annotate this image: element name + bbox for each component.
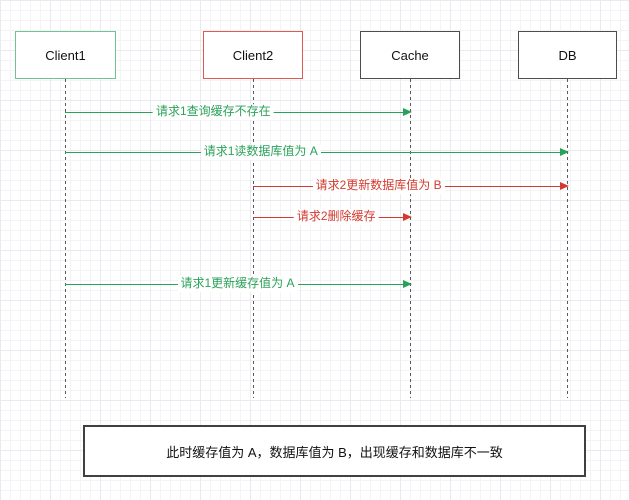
summary-note-text: 此时缓存值为 A，数据库值为 B，出现缓存和数据库不一致: [166, 444, 503, 460]
message-label-4: 请求2删除缓存: [293, 209, 379, 226]
actor-box-cache: Cache: [360, 31, 460, 79]
actor-box-client2: Client2: [203, 31, 303, 79]
summary-note-box: 此时缓存值为 A，数据库值为 B，出现缓存和数据库不一致: [83, 425, 586, 477]
arrowhead-icon: [403, 212, 412, 221]
message-label-2: 请求1读数据库值为 A: [200, 144, 321, 161]
arrowhead-icon: [560, 147, 569, 156]
message-arrow-4: 请求2删除缓存: [253, 209, 412, 226]
actor-label-cache: Cache: [391, 47, 429, 63]
message-arrow-1: 请求1查询缓存不存在: [65, 104, 412, 121]
actor-label-client1: Client1: [45, 47, 86, 63]
actor-label-client2: Client2: [232, 47, 274, 63]
message-arrow-5: 请求1更新缓存值为 A: [65, 276, 412, 293]
message-label-3: 请求2更新数据库值为 B: [312, 178, 445, 195]
arrowhead-icon: [403, 279, 412, 288]
actor-box-client1: Client1: [15, 31, 116, 79]
message-arrow-2: 请求1读数据库值为 A: [65, 144, 569, 161]
message-label-5: 请求1更新缓存值为 A: [177, 276, 298, 293]
actor-label-db: DB: [558, 47, 577, 63]
arrowhead-icon: [403, 107, 412, 116]
message-label-1: 请求1查询缓存不存在: [153, 104, 274, 121]
lifeline-client2: [252, 79, 254, 398]
message-arrow-3: 请求2更新数据库值为 B: [253, 178, 569, 195]
actor-box-db: DB: [518, 31, 617, 79]
arrowhead-icon: [560, 181, 569, 190]
lifeline-client1: [64, 79, 66, 398]
lifeline-db: [566, 79, 568, 398]
lifeline-cache: [409, 79, 411, 398]
